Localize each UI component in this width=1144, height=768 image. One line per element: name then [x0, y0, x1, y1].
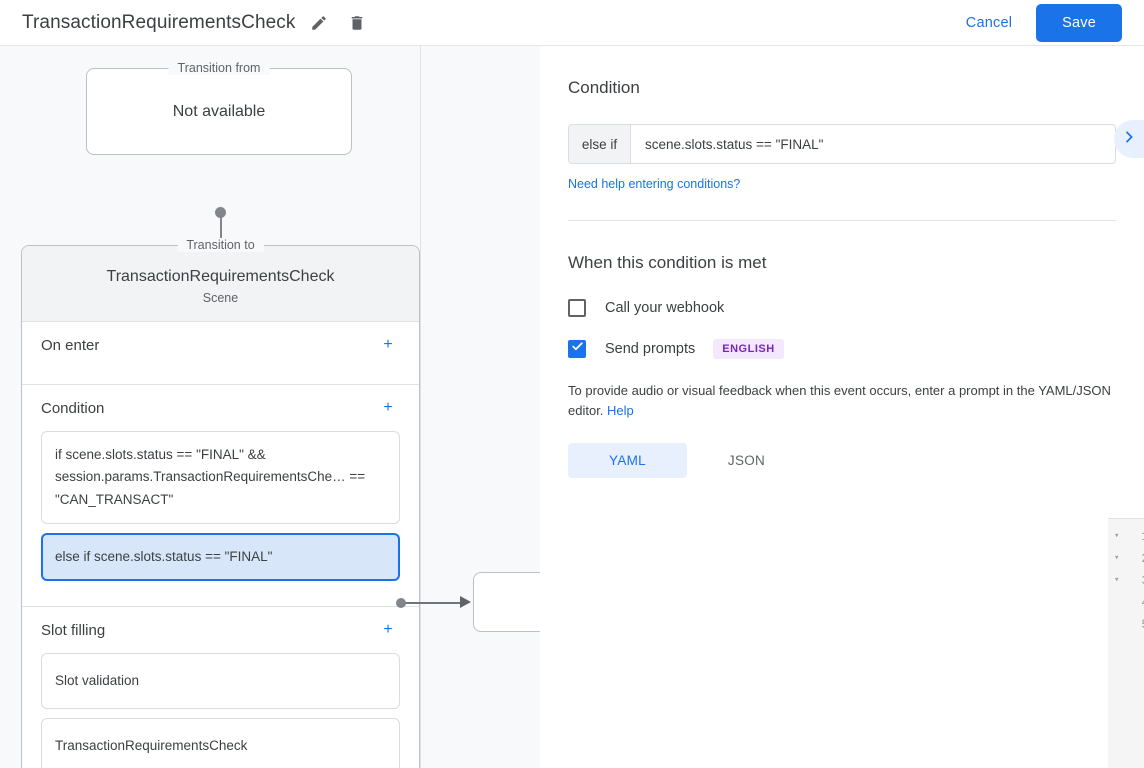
- send-prompts-label: Send prompts: [605, 341, 696, 357]
- cancel-button[interactable]: Cancel: [952, 6, 1026, 40]
- condition-help-link[interactable]: Need help entering conditions?: [568, 177, 741, 191]
- condition-output-handle[interactable]: [396, 598, 406, 608]
- call-webhook-label: Call your webhook: [605, 300, 725, 316]
- save-button[interactable]: Save: [1036, 3, 1122, 42]
- add-condition-button[interactable]: +: [383, 399, 393, 416]
- panel-condition-heading: Condition: [568, 78, 640, 97]
- line-number: 5: [1141, 617, 1144, 632]
- prompt-code-editor[interactable]: ▾ 1 ▾ 2 ▾ 3 4 5 candidates: [1108, 518, 1144, 768]
- scene-type: Scene: [202, 291, 239, 305]
- section-header-slot-filling: Slot filling +: [41, 607, 400, 653]
- top-app-bar: TransactionRequirementsCheck Cancel Save: [0, 0, 1144, 46]
- panel-divider: [568, 220, 1116, 221]
- condition-expression-input[interactable]: [631, 125, 1115, 163]
- line-number: 3: [1141, 573, 1144, 588]
- section-header-on-enter: On enter +: [41, 322, 400, 368]
- scene-name: TransactionRequirementsCheck: [106, 268, 335, 285]
- scene-section-on-enter: On enter +: [22, 321, 419, 384]
- edit-name-button[interactable]: [304, 8, 334, 38]
- flow-canvas[interactable]: Transition from Not available Transition…: [0, 46, 540, 768]
- editor-gutter: ▾ 1 ▾ 2 ▾ 3 4 5: [1108, 519, 1144, 768]
- add-slot-filling-button[interactable]: +: [383, 621, 393, 639]
- trash-icon: [348, 14, 366, 32]
- condition-edge-line: [404, 602, 462, 604]
- condition-edge-arrowhead: [460, 596, 471, 608]
- panel-condition-section: Condition else if Need help entering con…: [540, 46, 1144, 221]
- gutter-line: 4: [1108, 591, 1144, 613]
- target-node-card[interactable]: [473, 572, 540, 632]
- condition-item[interactable]: if scene.slots.status == "FINAL" && sess…: [41, 431, 400, 524]
- transition-from-card[interactable]: Transition from Not available: [86, 61, 352, 155]
- tab-json[interactable]: JSON: [727, 453, 766, 469]
- send-prompts-row[interactable]: Send prompts ENGLISH: [568, 339, 1116, 359]
- condition-item-selected[interactable]: else if scene.slots.status == "FINAL": [41, 532, 400, 582]
- language-badge: ENGLISH: [713, 339, 784, 359]
- prompts-description-text: To provide audio or visual feedback when…: [568, 383, 1111, 419]
- webhook-row[interactable]: Call your webhook: [568, 299, 1116, 317]
- section-header-condition: Condition +: [41, 385, 400, 431]
- fold-triangle-icon[interactable]: ▾: [1114, 553, 1120, 563]
- delete-button[interactable]: [342, 8, 372, 38]
- scene-header[interactable]: TransactionRequirementsCheck Scene: [22, 246, 419, 321]
- gutter-line: ▾ 1: [1108, 525, 1144, 547]
- chevron-right-icon: [1121, 129, 1137, 150]
- scene-section-condition: Condition + if scene.slots.status == "FI…: [22, 384, 419, 607]
- gutter-line: ▾ 3: [1108, 569, 1144, 591]
- section-label-slot-filling: Slot filling: [41, 621, 106, 639]
- fold-triangle-icon[interactable]: ▾: [1114, 575, 1120, 585]
- send-prompts-checkbox[interactable]: [568, 340, 586, 358]
- section-label-on-enter: On enter: [41, 336, 100, 354]
- line-number: 4: [1141, 595, 1144, 610]
- transition-from-value: Not available: [172, 102, 266, 120]
- details-panel: Condition else if Need help entering con…: [540, 46, 1144, 768]
- scene-section-slot-filling: Slot filling + Slot validation Transacti…: [22, 606, 419, 768]
- slot-filling-item[interactable]: Slot validation: [41, 653, 400, 710]
- transition-from-legend: Transition from: [168, 61, 270, 75]
- checkmark-icon: [571, 340, 584, 358]
- condition-field[interactable]: else if: [568, 124, 1116, 164]
- panel-when-met-section: When this condition is met Call your web…: [540, 221, 1144, 479]
- pencil-icon: [310, 14, 328, 32]
- collapse-panel-button[interactable]: [1114, 120, 1144, 158]
- prompts-description: To provide audio or visual feedback when…: [568, 381, 1116, 421]
- flow-arrow-line: [219, 212, 222, 256]
- condition-prefix-label: else if: [569, 125, 631, 163]
- section-label-condition: Condition: [41, 399, 105, 417]
- transition-to-legend: Transition to: [177, 238, 264, 252]
- gutter-line: ▾ 2: [1108, 547, 1144, 569]
- tab-yaml[interactable]: YAML: [568, 443, 687, 479]
- line-number: 1: [1141, 529, 1144, 544]
- when-met-heading: When this condition is met: [568, 253, 767, 272]
- transition-to-card: Transition to TransactionRequirementsChe…: [21, 238, 420, 768]
- prompts-help-link[interactable]: Help: [607, 403, 634, 419]
- editor-format-tabs: YAML JSON: [568, 443, 1116, 479]
- page-title: TransactionRequirementsCheck: [22, 11, 296, 33]
- fold-triangle-icon[interactable]: ▾: [1114, 531, 1120, 541]
- call-webhook-checkbox[interactable]: [568, 299, 586, 317]
- slot-filling-item[interactable]: TransactionRequirementsCheck: [41, 718, 400, 768]
- add-on-enter-button[interactable]: +: [383, 336, 393, 353]
- gutter-line: 5: [1108, 613, 1144, 635]
- canvas-guide-line: [420, 46, 421, 768]
- line-number: 2: [1141, 551, 1144, 566]
